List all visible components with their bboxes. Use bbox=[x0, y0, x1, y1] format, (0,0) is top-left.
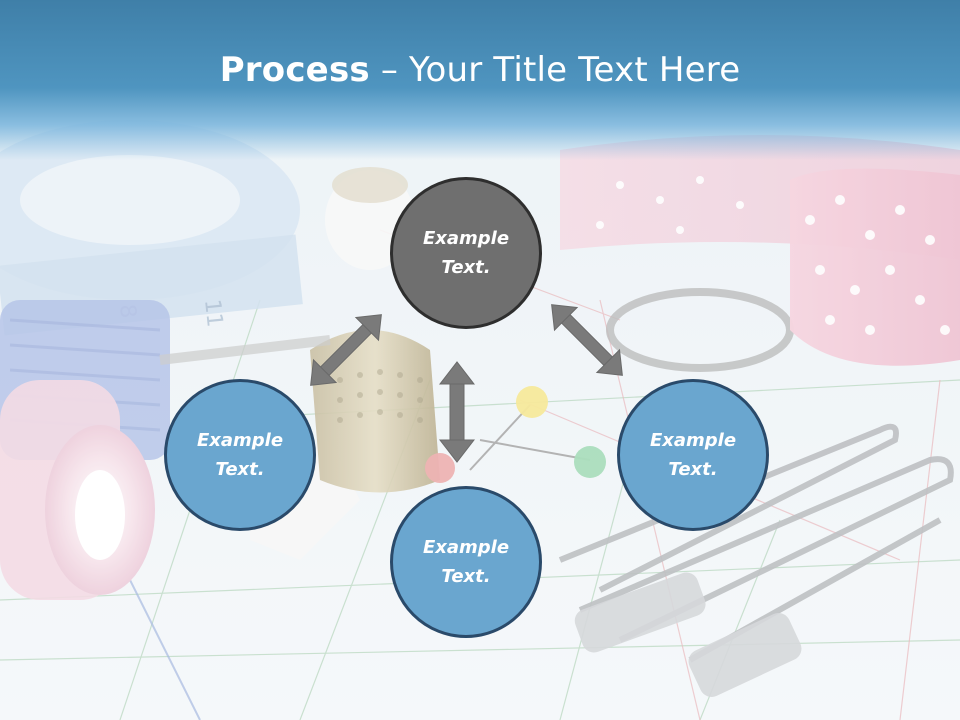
title-header-band bbox=[0, 0, 960, 160]
process-node-bottom[interactable]: Example Text. bbox=[390, 486, 542, 638]
process-node-right-label: Example Text. bbox=[649, 430, 737, 480]
process-node-left[interactable]: Example Text. bbox=[164, 379, 316, 531]
double-arrow-icon bbox=[551, 304, 623, 376]
process-node-bottom-label: Example Text. bbox=[422, 537, 510, 587]
svg-text:11: 11 bbox=[199, 298, 227, 328]
process-node-left-label: Example Text. bbox=[196, 430, 284, 480]
process-node-center-label: Example Text. bbox=[422, 228, 510, 278]
double-arrow-icon bbox=[438, 361, 476, 463]
double-arrow-icon bbox=[310, 314, 382, 386]
slide-title: Process – Your Title Text Here bbox=[0, 50, 960, 90]
slide-title-rest: – Your Title Text Here bbox=[369, 50, 741, 90]
process-node-right[interactable]: Example Text. bbox=[617, 379, 769, 531]
process-node-center[interactable]: Example Text. bbox=[390, 177, 542, 329]
slide-title-strong: Process bbox=[219, 50, 370, 90]
